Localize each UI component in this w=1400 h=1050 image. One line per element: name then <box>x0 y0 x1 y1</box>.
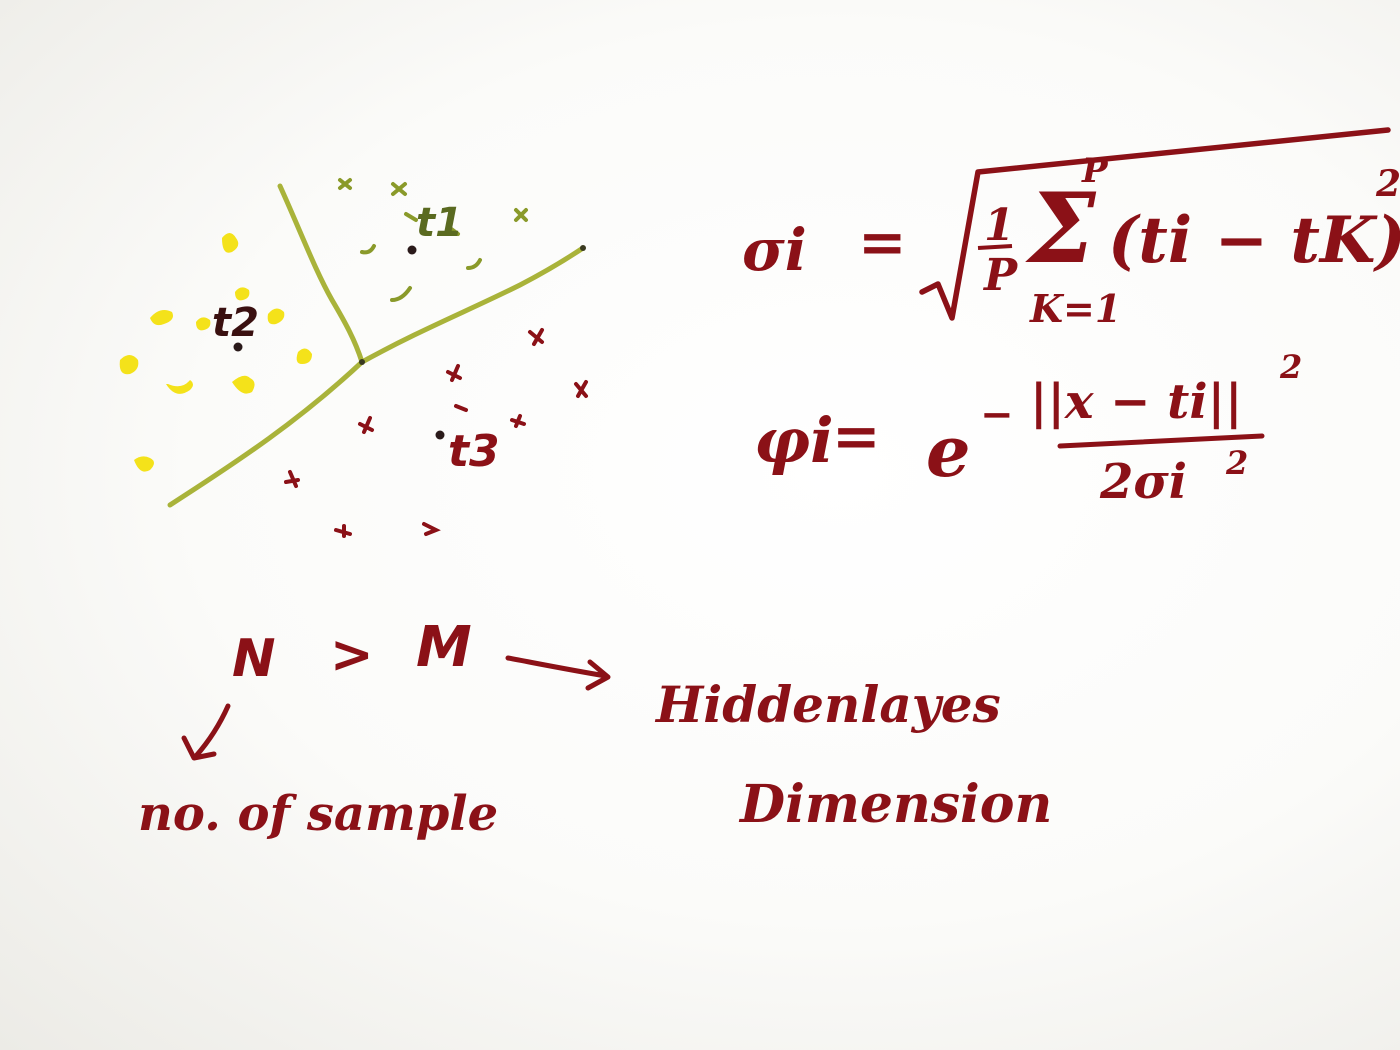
inequality-n-greater-m: N > M <box>232 615 472 689</box>
svg-text:−: − <box>980 391 1014 438</box>
arrow-right-icon <box>505 655 611 691</box>
svg-text:φi: φi <box>754 404 834 477</box>
cluster-t2-points <box>119 233 312 472</box>
svg-text:2σi: 2σi <box>1099 454 1187 510</box>
svg-text:Hiddenlayes: Hiddenlayes <box>654 675 1001 734</box>
annotation-no-of-sample: no. of sample <box>138 786 498 842</box>
summation-symbol: Σ <box>1025 172 1097 285</box>
svg-text:K=1: K=1 <box>1029 286 1121 331</box>
svg-text:=: = <box>858 208 907 276</box>
svg-text:=: = <box>832 402 881 470</box>
annotation-hidden-layer: Hiddenlayes Dimension <box>654 675 1052 835</box>
formula-sigma: σi = 1 P P Σ K=1 (ti − tK) 2 <box>742 127 1400 331</box>
cluster-t3-points <box>284 328 588 538</box>
svg-text:(ti − tK): (ti − tK) <box>1108 203 1400 278</box>
decision-boundaries <box>167 183 586 508</box>
radical-sign <box>919 127 1391 321</box>
svg-text:2: 2 <box>1375 163 1400 205</box>
svg-text:t1: t1 <box>416 200 463 246</box>
arrow-down-left-icon <box>181 703 231 761</box>
svg-text:P: P <box>982 250 1019 301</box>
center-label-t3: t3 <box>435 426 500 477</box>
svg-text:t2: t2 <box>212 300 259 346</box>
center-label-t1: t1 <box>407 200 463 255</box>
svg-text:M: M <box>416 615 472 680</box>
svg-text:1: 1 <box>984 200 1015 251</box>
svg-text:2: 2 <box>1279 348 1302 386</box>
cluster-t1-points <box>338 178 528 302</box>
formula-phi: φi = e − ||x − ti|| 2 2σi 2 <box>754 348 1302 510</box>
svg-text:t3: t3 <box>448 426 500 477</box>
svg-text:no. of sample: no. of sample <box>138 786 498 842</box>
center-label-t2: t2 <box>212 300 259 352</box>
svg-text:e: e <box>926 410 971 493</box>
svg-text:N: N <box>232 629 276 689</box>
svg-text:P: P <box>1081 151 1109 191</box>
svg-text:Dimension: Dimension <box>738 774 1052 835</box>
boundary-line-diagonal <box>167 245 586 508</box>
svg-text:>: > <box>330 625 374 685</box>
svg-text:||x − ti||: ||x − ti|| <box>1030 374 1243 430</box>
svg-text:σi: σi <box>742 216 807 284</box>
boundary-line-top <box>277 183 365 365</box>
svg-text:2: 2 <box>1225 444 1248 482</box>
